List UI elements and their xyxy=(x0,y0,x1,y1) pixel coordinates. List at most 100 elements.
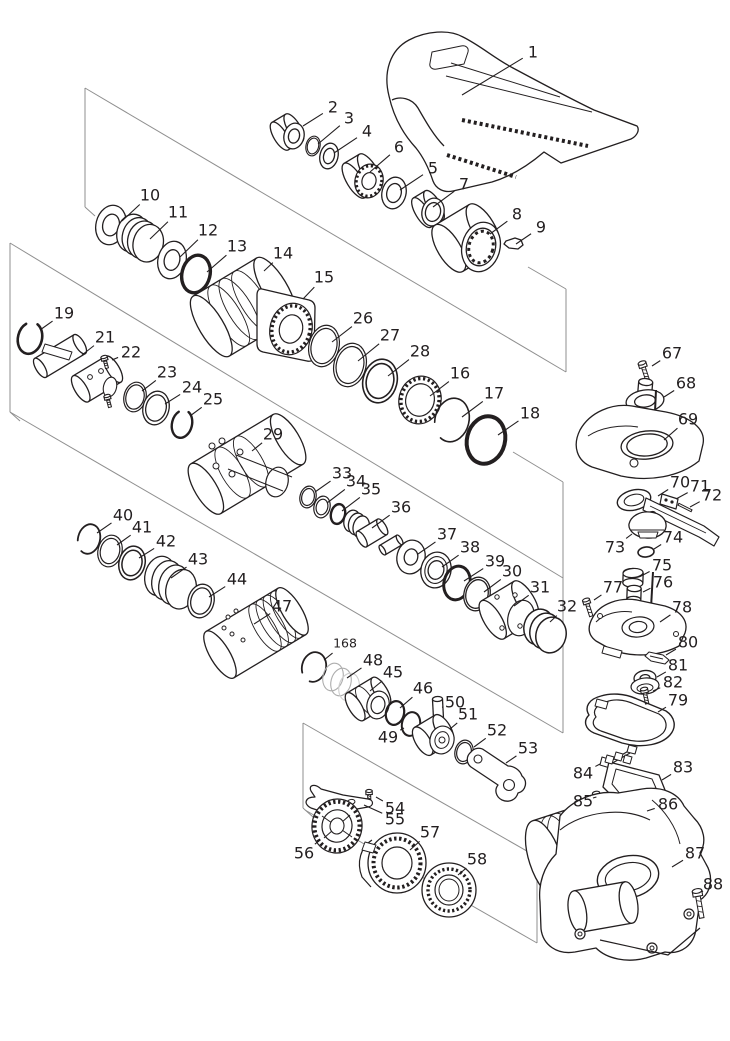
part-79-label: 79 xyxy=(668,691,688,710)
part-73-label: 73 xyxy=(605,538,625,557)
part-47-drawing xyxy=(203,587,309,679)
part-26-label: 26 xyxy=(353,309,373,328)
part-7-drawing xyxy=(410,189,446,229)
part-43-label: 43 xyxy=(188,550,208,569)
part-50-label: 50 xyxy=(445,693,465,712)
part-54-label: 54 xyxy=(385,799,405,818)
part-76-drawing xyxy=(626,584,642,604)
part-11-label: 11 xyxy=(168,203,188,222)
part-67-drawing xyxy=(637,360,651,382)
part-74-label: 74 xyxy=(663,528,683,547)
part-30-label: 30 xyxy=(502,562,522,581)
part-71-drawing xyxy=(659,493,679,510)
part-87-label: 87 xyxy=(685,844,705,863)
part-23-drawing xyxy=(123,381,147,413)
part-4-label: 4 xyxy=(362,122,372,141)
part-1-drawing xyxy=(386,31,639,193)
part-17-label: 17 xyxy=(484,384,504,403)
part-13-drawing xyxy=(179,253,213,295)
part-56-drawing xyxy=(311,798,363,854)
part-76-label: 76 xyxy=(653,573,673,592)
part-2-label: 2 xyxy=(328,98,338,117)
part-7-label: 7 xyxy=(459,175,469,194)
part-24-drawing xyxy=(142,390,170,426)
part-31-label: 31 xyxy=(530,578,550,597)
part-18-drawing xyxy=(464,414,508,466)
part-80-label: 80 xyxy=(678,633,698,652)
part-69-drawing xyxy=(575,389,704,480)
part-46-label: 46 xyxy=(413,679,433,698)
part-88-label: 88 xyxy=(703,875,723,894)
part-86-label: 86 xyxy=(658,795,678,814)
part-14-label: 14 xyxy=(273,244,293,263)
part-77-label: 77 xyxy=(603,578,623,597)
part-80-drawing xyxy=(644,651,670,665)
part-8-drawing xyxy=(431,203,502,273)
part-15-drawing xyxy=(189,256,316,362)
part-67-label: 67 xyxy=(662,344,682,363)
part-39-label: 39 xyxy=(485,552,505,571)
part-168-label: 168 xyxy=(333,636,357,651)
part-12-drawing xyxy=(157,240,187,280)
part-69-label: 69 xyxy=(678,410,698,429)
part-78-drawing xyxy=(588,571,687,659)
part-46-drawing xyxy=(384,700,406,726)
part-70-label: 70 xyxy=(670,473,690,492)
part-72-label: 72 xyxy=(702,486,722,505)
part-38-label: 38 xyxy=(460,538,480,557)
part-29-drawing xyxy=(187,413,307,515)
part-19-label: 19 xyxy=(54,304,74,323)
part-5-label: 5 xyxy=(428,159,438,178)
part-34-label: 34 xyxy=(346,472,366,491)
part-74-drawing xyxy=(637,546,655,558)
part-19-drawing xyxy=(16,320,44,356)
part-82-label: 82 xyxy=(663,673,683,692)
part-75-drawing xyxy=(622,567,644,589)
part-36-drawing xyxy=(343,509,404,556)
part-56-label: 56 xyxy=(294,844,314,863)
part-40-label: 40 xyxy=(113,506,133,525)
part-41-drawing xyxy=(97,534,123,568)
part-8-label: 8 xyxy=(512,205,522,224)
part-81-label: 81 xyxy=(668,656,688,675)
part-84-label: 84 xyxy=(573,764,593,783)
part-83-label: 83 xyxy=(673,758,693,777)
part-72-drawing xyxy=(677,502,693,513)
part-6-label: 6 xyxy=(394,138,404,157)
part-75-label: 75 xyxy=(652,556,672,575)
part-17-drawing xyxy=(433,397,471,443)
part-78-label: 78 xyxy=(672,598,692,617)
part-22-label: 22 xyxy=(121,343,141,362)
part-51-label: 51 xyxy=(458,705,478,724)
part-5-drawing xyxy=(381,176,407,210)
part-87-drawing xyxy=(524,787,712,961)
part-44-drawing xyxy=(187,583,215,619)
part-47-label: 47 xyxy=(272,597,292,616)
part-35-label: 35 xyxy=(361,480,381,499)
part-53-label: 53 xyxy=(518,739,538,758)
part-12-label: 12 xyxy=(198,221,218,240)
part-42-label: 42 xyxy=(156,532,176,551)
part-82-drawing xyxy=(639,686,650,705)
part-25-drawing xyxy=(170,409,194,439)
part-13-label: 13 xyxy=(227,237,247,256)
part-51-drawing xyxy=(411,713,455,757)
part-16-label: 16 xyxy=(450,364,470,383)
part-52-label: 52 xyxy=(487,721,507,740)
part-26-drawing xyxy=(307,324,341,368)
part-9-label: 9 xyxy=(536,218,546,237)
part-53-drawing xyxy=(466,747,527,802)
part-44-label: 44 xyxy=(227,570,247,589)
part-33-label: 33 xyxy=(332,464,352,483)
part-23-label: 23 xyxy=(157,363,177,382)
part-2-drawing xyxy=(269,113,305,151)
part-25-label: 25 xyxy=(203,390,223,409)
part-41-label: 41 xyxy=(132,518,152,537)
part-24-label: 24 xyxy=(182,378,202,397)
part-49-label: 49 xyxy=(378,728,398,747)
part-73-drawing xyxy=(628,510,667,539)
part-68-drawing xyxy=(625,377,665,413)
part-15-label: 15 xyxy=(314,268,334,287)
